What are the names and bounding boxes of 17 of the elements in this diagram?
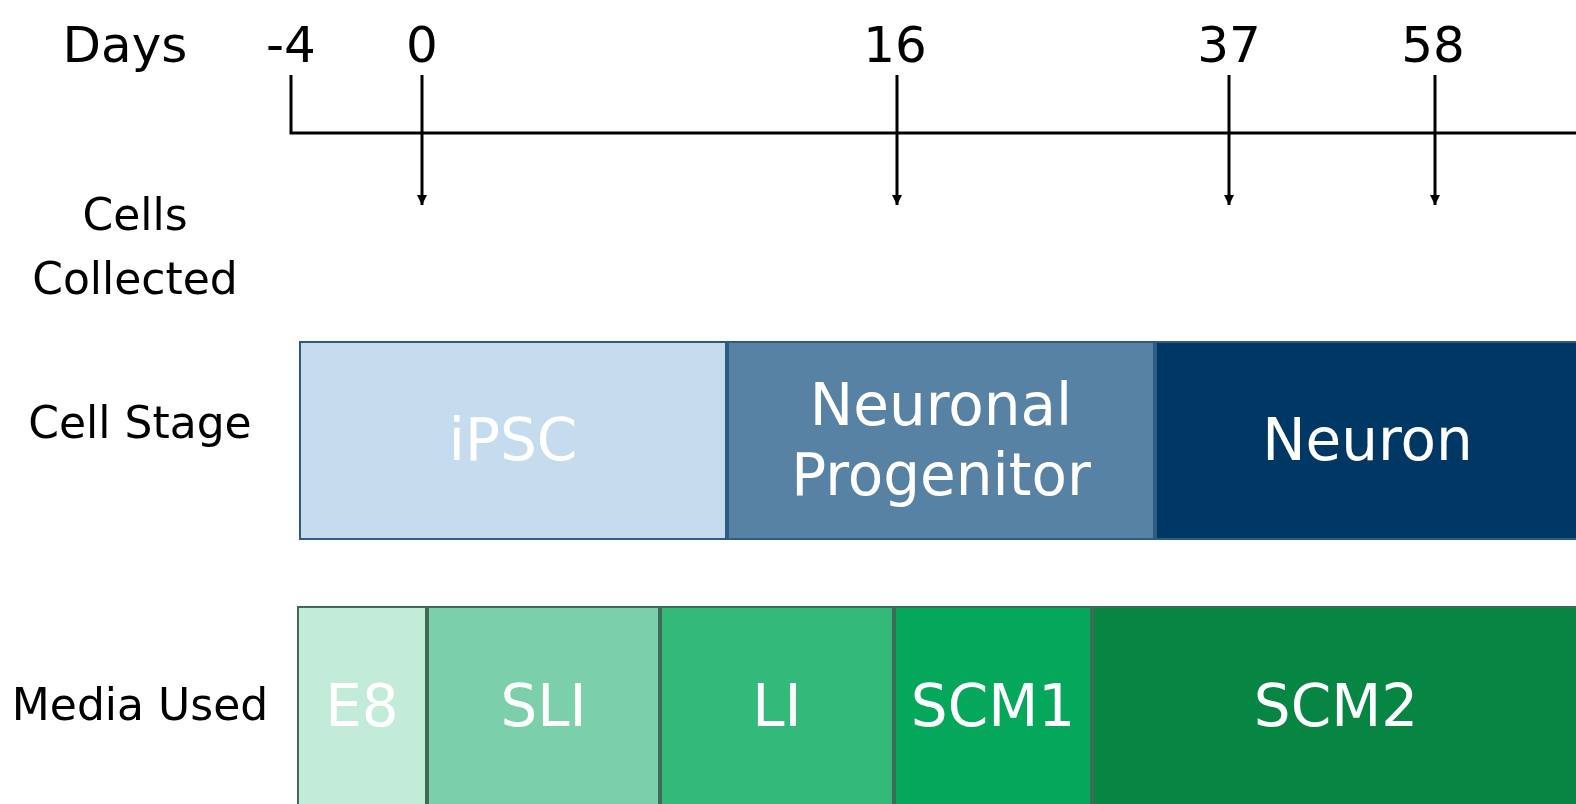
day-number: 16: [863, 15, 927, 76]
day-number: 37: [1197, 15, 1261, 76]
row-label: Cells Collected: [31, 188, 239, 306]
media-bar: SLI: [427, 606, 660, 804]
day-number: 58: [1401, 15, 1465, 76]
media-bar: SCM2: [1092, 606, 1576, 804]
row-label: Media Used: [10, 678, 270, 733]
day-number: -4: [266, 15, 316, 76]
stage-bar: iPSC: [299, 341, 727, 540]
media-bar: LI: [660, 606, 894, 804]
row-label: Cell Stage: [27, 396, 253, 451]
stage-bar: Neuronal Progenitor: [727, 341, 1155, 540]
stage-bar: Neuron: [1155, 341, 1576, 540]
axis-label: Days: [62, 15, 188, 76]
media-bar: SCM1: [894, 606, 1092, 804]
day-number: 0: [406, 15, 438, 76]
media-bar: E8: [297, 606, 427, 804]
